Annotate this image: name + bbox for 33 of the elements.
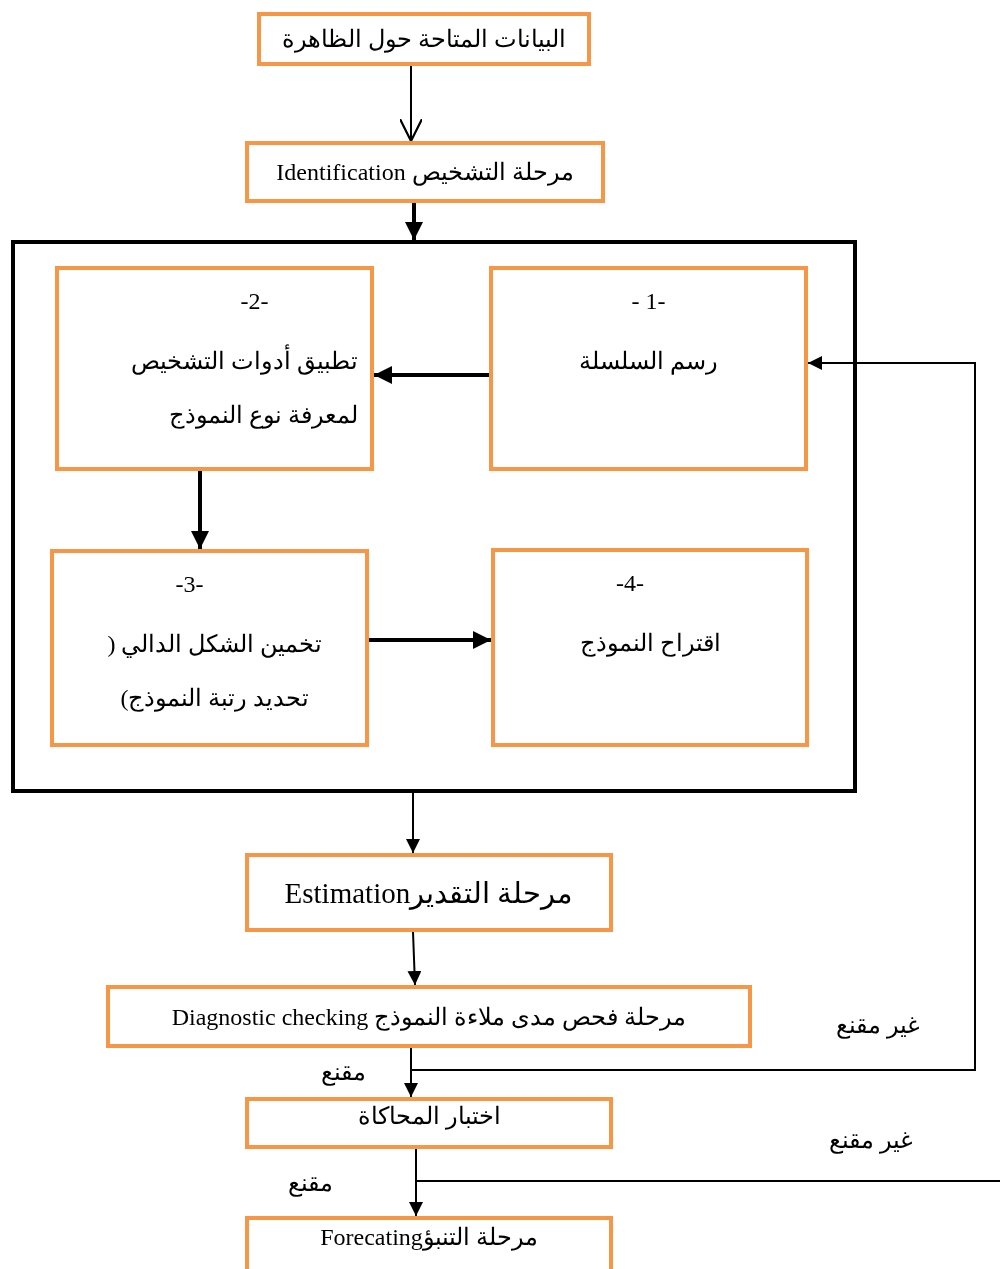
- step-number: -4-: [615, 570, 645, 597]
- box-text: مرحلة التقديرEstimation: [284, 875, 574, 910]
- process-box: [245, 853, 613, 932]
- process-box: [50, 549, 369, 747]
- process-box: [245, 1216, 613, 1269]
- arrow: [398, 65, 424, 143]
- arrow: [410, 356, 976, 1071]
- box-text: البيانات المتاحة حول الظاهرة: [282, 25, 566, 53]
- arrow: [405, 203, 423, 240]
- box-text: مرحلة التنبؤForecating: [320, 1223, 538, 1251]
- box-text: تطبيق أدوات التشخيص لمعرفة نوع النموذج: [108, 334, 358, 442]
- step-number: -3-: [174, 571, 205, 598]
- arrow: [407, 931, 422, 986]
- arrow: [406, 792, 420, 854]
- process-box: [257, 12, 591, 66]
- process-box: [245, 1097, 613, 1149]
- step-number: - 1-: [630, 288, 667, 315]
- box-text: اختبار المحاكاة: [357, 1102, 501, 1130]
- step-number: -2-: [239, 288, 270, 315]
- arrow: [191, 471, 209, 549]
- process-box: [106, 985, 752, 1048]
- process-box: [245, 141, 605, 203]
- box-text: اقتراح النموذج: [578, 629, 722, 659]
- arrow: [374, 366, 489, 384]
- process-box: [489, 266, 808, 471]
- process-box: [55, 266, 374, 471]
- box-text: تخمين الشكل الدالي ( تحديد رتبة النموذج): [106, 630, 324, 714]
- group-frame: [11, 240, 857, 793]
- arrow: [369, 631, 491, 649]
- box-text: مرحلة التشخيص Identification: [276, 158, 574, 186]
- process-box: [491, 548, 809, 747]
- box-text: مرحلة فحص مدى ملاءة النموذج Diagnostic checking: [171, 1002, 687, 1031]
- box-text: رسم السلسلة: [578, 347, 719, 377]
